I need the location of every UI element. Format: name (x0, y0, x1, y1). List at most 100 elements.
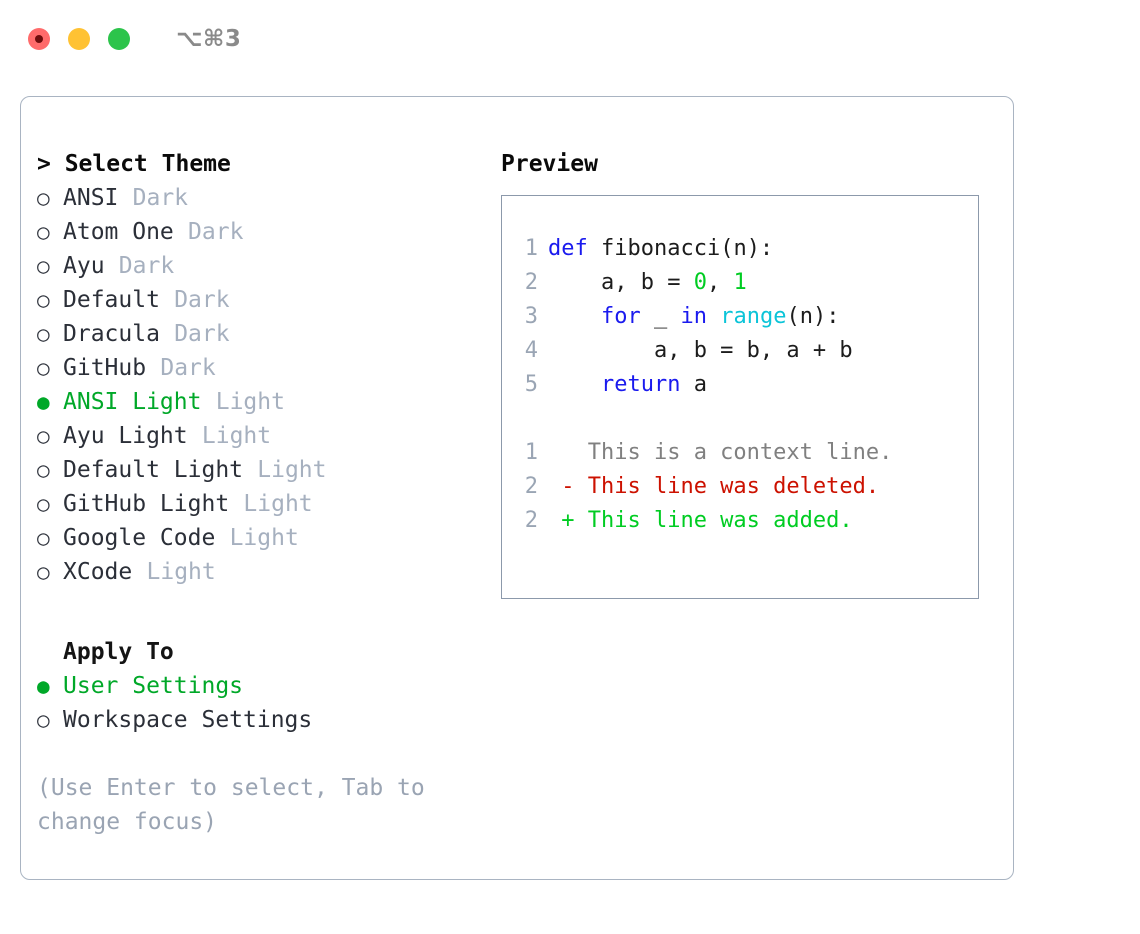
keyboard-hint-text: (Use Enter to select, Tab to change focu… (37, 775, 439, 835)
radio-unselected-icon: ○ (37, 708, 50, 732)
theme-option-label: Ayu (63, 253, 105, 279)
code-token: (n): (786, 304, 840, 329)
diff-line-text: - This line was deleted. (548, 474, 880, 499)
apply-to-option-label: Workspace Settings (63, 707, 313, 733)
theme-option-label: XCode (63, 559, 133, 585)
radio-unselected-icon: ○ (37, 560, 50, 584)
diff-line-1: 2 - This line was deleted. (502, 470, 978, 504)
theme-option-label: GitHub Light (63, 491, 230, 517)
radio-unselected-icon: ○ (37, 424, 50, 448)
diff-line-number: 1 (524, 440, 538, 465)
code-token: a, b = (548, 270, 694, 295)
theme-option-kind: Light (257, 457, 327, 483)
radio-unselected-icon: ○ (37, 356, 50, 380)
radio-unselected-icon: ○ (37, 458, 50, 482)
diff-line-2: 2 + This line was added. (502, 504, 978, 538)
theme-option-label: Ayu Light (63, 423, 188, 449)
keyboard-shortcut-label: ⌥⌘3 (176, 26, 242, 52)
radio-unselected-icon: ○ (37, 492, 50, 516)
apply-to-option-1[interactable]: ○ Workspace Settings (37, 703, 497, 737)
code-token (548, 304, 601, 329)
theme-option-9[interactable]: ○ GitHub Light Light (37, 487, 497, 521)
code-line-number: 3 (524, 304, 538, 329)
theme-option-5[interactable]: ○ GitHub Dark (37, 351, 497, 385)
code-token: for (600, 304, 641, 329)
code-line-number: 2 (524, 270, 538, 295)
theme-option-kind: Light (215, 389, 285, 415)
radio-unselected-icon: ○ (37, 288, 50, 312)
theme-option-10[interactable]: ○ Google Code Light (37, 521, 497, 555)
apply-to-heading: Apply To (63, 639, 174, 665)
preview-heading: Preview (501, 151, 598, 177)
code-line-text: return a (548, 368, 707, 402)
window-titlebar: ⌥⌘3 (0, 0, 1140, 78)
code-line-4: 5 return a (502, 368, 978, 402)
code-line-text: def fibonacci(n): (548, 232, 773, 266)
theme-option-kind: Dark (188, 219, 244, 245)
code-token: return (600, 372, 681, 397)
theme-option-label: ANSI Light (63, 389, 202, 415)
theme-option-label: Default (63, 287, 160, 313)
theme-option-kind: Dark (118, 253, 175, 279)
code-line-1: 2 a, b = 0, 1 (502, 266, 978, 300)
code-line-2: 3 for _ in range(n): (502, 300, 978, 334)
radio-selected-icon: ● (37, 674, 50, 698)
diff-line-number: 2 (524, 474, 538, 499)
code-line-3: 4 a, b = b, a + b (502, 334, 978, 368)
theme-option-label: Google Code (63, 525, 216, 551)
close-icon (35, 35, 43, 43)
traffic-lights (28, 28, 130, 50)
diff-line-text: + This line was added. (548, 508, 853, 533)
apply-to-list[interactable]: ● User Settings ○ Workspace Settings (37, 669, 497, 737)
diff-line-number: 2 (524, 508, 538, 533)
theme-option-3[interactable]: ○ Default Dark (37, 283, 497, 317)
theme-option-2[interactable]: ○ Ayu Dark (37, 249, 497, 283)
theme-option-kind: Light (229, 525, 299, 551)
code-line-number: 4 (524, 338, 538, 363)
code-token: , (706, 270, 734, 295)
maximize-window-button[interactable] (108, 28, 130, 50)
code-line-0: 1 def fibonacci(n): (502, 232, 978, 266)
code-token (707, 304, 720, 329)
close-window-button[interactable] (28, 28, 50, 50)
code-token: 0 (693, 270, 707, 295)
code-line-number: 1 (524, 236, 538, 261)
theme-option-label: Default Light (63, 457, 244, 483)
theme-option-kind: Light (243, 491, 313, 517)
code-token (548, 372, 601, 397)
code-token: range (720, 304, 787, 329)
theme-option-kind: Dark (174, 287, 230, 313)
theme-option-8[interactable]: ○ Default Light Light (37, 453, 497, 487)
apply-to-section: Apply To ● User Settings ○ Workspace Settin… (37, 635, 497, 737)
minimize-window-button[interactable] (68, 28, 90, 50)
theme-option-kind: Dark (160, 355, 216, 381)
theme-option-label: GitHub (63, 355, 147, 381)
apply-to-option-0[interactable]: ● User Settings (37, 669, 497, 703)
code-token: 1 (733, 270, 747, 295)
radio-unselected-icon: ○ (37, 526, 50, 550)
code-token: in (680, 304, 707, 329)
code-token: a (680, 372, 707, 397)
theme-option-kind: Dark (174, 321, 230, 347)
theme-option-kind: Dark (132, 185, 189, 211)
radio-unselected-icon: ○ (37, 254, 50, 278)
code-line-text: a, b = b, a + b (548, 334, 853, 368)
code-line-number: 5 (524, 372, 538, 397)
code-token: _ (640, 304, 681, 329)
apply-to-option-label: User Settings (63, 673, 244, 699)
diff-sample: 1 This is a context line.2 - This line w… (502, 436, 978, 538)
radio-unselected-icon: ○ (37, 186, 50, 210)
code-token: fibonacci(n): (587, 236, 774, 261)
